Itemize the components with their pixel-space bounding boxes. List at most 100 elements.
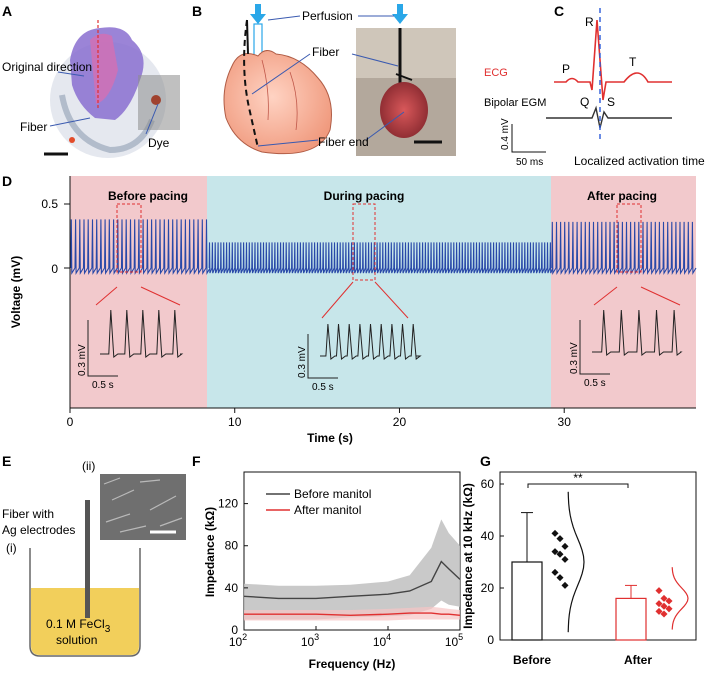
d-xlabel: Time (s) [307,431,353,445]
d-ytick-0: 0 [51,262,58,276]
scale-c-time: 50 ms [516,157,543,168]
f-line-before [243,560,461,600]
panel-a: A Original direction Fiber Dye [2,3,180,158]
voltage-trace-segment-2 [208,242,554,274]
g-data-point [556,574,564,582]
f-ytick-label: 80 [225,539,239,553]
inset-scale-bar-2 [307,334,338,379]
region-label-after: After pacing [587,189,657,203]
region-during [207,176,551,408]
ecg-trace [554,19,672,101]
panel-c: C ECG Bipolar EGM P R Q S T 0.4 mV 50 ms… [484,3,705,168]
connector-during-right [374,281,409,319]
f-band-before [244,519,460,620]
fecl3-solution [31,588,139,655]
perfusion-arrow-head-1 [250,14,266,24]
inset-trace-3 [592,309,683,356]
fiber-top-b [246,19,249,55]
significance-stars: ** [573,471,583,485]
g-ylabel: Impedance at 10 kHz (kΩ) [461,483,475,629]
connector-after-left [593,286,618,306]
region-label-during: During pacing [324,189,405,203]
inset-scale-voltage: 0.3 mV [569,342,580,374]
inset-scale-voltage: 0.3 mV [77,344,88,376]
g-data-point [561,542,569,550]
label-perfusion: Perfusion [302,9,353,23]
region-label-before: Before pacing [108,189,188,203]
legend-after: After manitol [294,503,361,517]
f-xlabel: Frequency (Hz) [309,657,396,671]
label-ag-electrodes: Ag electrodes [2,523,75,537]
zoom-box-before [116,203,142,273]
leader-fiber-b2 [351,53,399,67]
connector-before-right [140,286,181,306]
g-distribution-curve [671,567,689,630]
label-ii: (ii) [82,459,95,473]
wave-t: T [629,55,637,69]
label-i: (i) [6,541,17,555]
inset-trace-1 [100,309,184,358]
g-data-point [556,535,564,543]
g-data-point [655,587,663,595]
label-solution-2: solution [56,633,97,647]
photo-heart [380,82,428,138]
connector-after-right [640,286,681,306]
inset-scale-bar-1 [87,320,118,377]
heart-lower-shell [59,94,155,154]
scale-bar-c [511,124,546,153]
voltage-trace-segment-1 [70,219,211,275]
g-ytick-label: 20 [481,581,495,595]
region-before [70,176,207,408]
d-xtick-label: 20 [393,415,407,429]
sem-inset [100,474,186,540]
g-data-point [551,529,559,537]
leader-fiber-a [49,117,91,127]
legend-before: Before manitol [294,487,371,501]
f-xtick-label: 105 [445,632,463,649]
inset-scale-time: 0.5 s [584,378,606,389]
panel-b-label: B [192,3,202,19]
g-data-point [665,597,673,605]
egm-trace [546,105,672,129]
beaker [29,548,141,657]
g-data-point [660,594,668,602]
dye-spot [151,95,161,105]
inset-scale-time: 0.5 s [92,380,114,391]
g-data-point [660,610,668,618]
g-distribution-curve [567,491,585,633]
zoom-box-after [616,203,642,273]
ecg-label: ECG [484,67,508,79]
perfusion-arrow-head-2 [392,14,408,24]
g-category-after: After [624,653,652,667]
leader-fiber-b [251,53,311,95]
caption-c: Localized activation time [574,154,705,168]
inset-trace-2 [320,323,422,360]
d-xtick-label: 0 [67,415,74,429]
connector-during-left [321,281,354,319]
perfusion-arrow-stem-1 [255,4,261,16]
scale-c-voltage: 0.4 mV [500,118,511,150]
g-ytick-label: 0 [487,633,494,647]
fiber-tip-dot [69,137,75,143]
f-ytick-label: 120 [218,497,238,511]
panel-e-label: E [2,453,11,469]
leader-original-direction [57,71,85,77]
panel-g-label: G [480,453,491,469]
heart-photo-upper [356,28,456,78]
leader-dye [145,103,159,135]
g-data-point [551,568,559,576]
d-xtick-label: 30 [558,415,572,429]
fiber-e [85,500,90,618]
f-xtick-label: 103 [301,632,319,649]
f-xtick-label: 104 [373,632,391,649]
d-ylabel: Voltage (mV) [9,256,23,328]
f-band-after [244,606,460,621]
region-after [551,176,696,408]
inset-scale-voltage: 0.3 mV [297,346,308,378]
heart-vessel-1 [261,59,269,121]
